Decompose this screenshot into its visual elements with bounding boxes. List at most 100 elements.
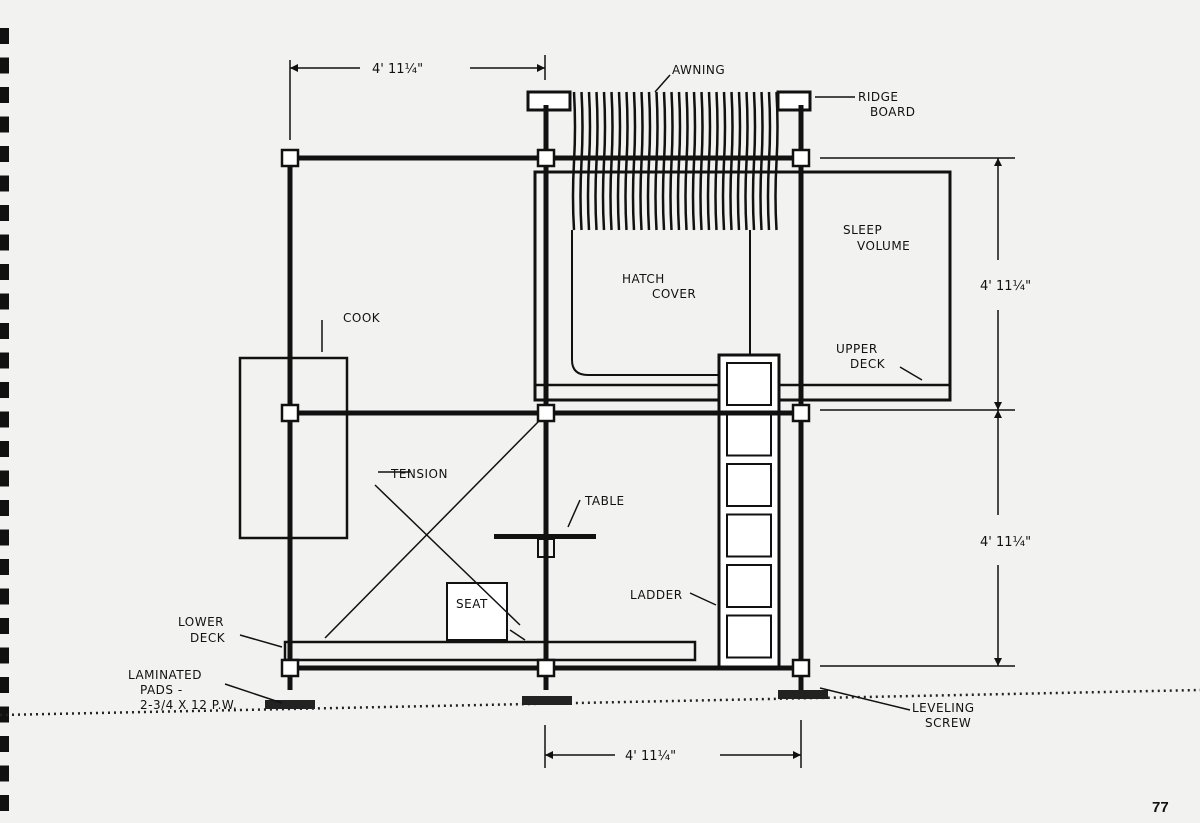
dimension-lines (224, 55, 1015, 768)
binding-hole (0, 205, 9, 221)
binding-hole (0, 736, 9, 752)
label-hatch-cover-2: COVER (652, 287, 696, 301)
awning-slat (691, 91, 697, 231)
label-awning: AWNING (672, 63, 725, 77)
ridge-board-right (776, 90, 812, 112)
ladder-rung-panel (726, 513, 772, 558)
label-laminated-pads: LAMINATED (128, 668, 202, 682)
lower-deck (283, 640, 697, 662)
binding-hole (0, 411, 9, 428)
label-lower-deck: LOWER (178, 615, 224, 629)
binding-hole (0, 175, 9, 192)
dimension-arrows (290, 64, 1002, 759)
awning-slat (744, 91, 749, 231)
awning-slat (676, 91, 682, 231)
laminated-pads (265, 690, 828, 709)
label-table: TABLE (584, 494, 625, 508)
label-sleep-volume-2: VOLUME (857, 239, 910, 253)
binding-hole (0, 529, 9, 546)
awning-slat (661, 91, 667, 231)
label-ridge-board-2: BOARD (870, 105, 916, 119)
label-ridge-board: RIDGE (858, 90, 899, 104)
dimension-right-lower: 4' 11¼" (980, 535, 1031, 550)
awning-slat (639, 91, 644, 231)
binding-hole (0, 352, 9, 369)
awning-slat (684, 91, 689, 231)
ladder-rung-panel (726, 614, 772, 659)
awning-slat (714, 91, 719, 231)
binding-hole (0, 323, 9, 339)
label-leveling-screw: LEVELING (912, 701, 975, 715)
binding-hole (0, 87, 9, 103)
dimension-right-upper: 4' 11¼" (980, 279, 1031, 294)
cook-box (238, 356, 349, 540)
binding-hole (0, 765, 9, 782)
binding-hole (0, 57, 9, 74)
label-upper-deck-2: DECK (850, 357, 886, 371)
frame-joint-clamp (536, 658, 556, 678)
dimension-bottom: 4' 11¼" (625, 749, 676, 764)
binding-hole (0, 146, 9, 162)
binding-hole (0, 234, 9, 251)
ladder-rung-panel (726, 362, 772, 406)
frame-joint-clamp (280, 148, 300, 168)
label-sleep-volume: SLEEP (843, 223, 882, 237)
dimension-top: 4' 11¼" (372, 62, 423, 77)
label-laminated-pads-3: 2-3/4 X 12 P.W. (140, 698, 237, 712)
awning-slat (579, 91, 584, 231)
awning-slat (586, 91, 592, 231)
hatch-cover (571, 230, 751, 376)
awning-slat (706, 91, 712, 231)
awning-slat (601, 91, 607, 231)
binding-hole (0, 706, 9, 723)
awning-slat (594, 91, 599, 231)
label-seat: SEAT (456, 597, 488, 611)
awning-slat (631, 91, 637, 231)
frame-joint-clamp (791, 658, 811, 678)
awning-slat (774, 91, 779, 231)
label-tension: TENSION (390, 467, 448, 481)
frame-joint-clamp (536, 403, 556, 423)
binding-hole (0, 677, 9, 693)
tension-cable (324, 419, 541, 639)
awning-slat (624, 91, 629, 231)
awning-slat (616, 91, 622, 231)
awning-slat (766, 91, 772, 231)
label-ladder: LADDER (630, 588, 683, 602)
ridge-board-left (526, 90, 572, 112)
frame-joint-clamp (536, 148, 556, 168)
frame-joint-clamp (280, 403, 300, 423)
tension-cable (374, 484, 521, 626)
binding-hole (0, 28, 9, 44)
awning-slat (654, 91, 659, 231)
awning-slat (699, 91, 704, 231)
binding-hole (0, 559, 9, 575)
frame-joint-clamp (791, 403, 811, 423)
ladder (717, 353, 781, 669)
ground-line (0, 688, 1200, 717)
binding-hole (0, 293, 9, 310)
label-upper-deck: UPPER (836, 342, 878, 356)
page-number: 77 (1152, 799, 1169, 816)
binding-hole (0, 470, 9, 487)
binding-holes (0, 28, 9, 811)
frame-joint-clamp (280, 658, 300, 678)
binding-hole (0, 618, 9, 634)
binding-hole (0, 264, 9, 280)
frame-joint-clamp (791, 148, 811, 168)
awning-slat (721, 91, 727, 231)
awning-slat (646, 91, 652, 231)
binding-hole (0, 116, 9, 133)
awning-slat (729, 91, 734, 231)
label-leveling-screw-2: SCREW (925, 716, 971, 730)
awning-slat (669, 91, 674, 231)
frame-joints (280, 148, 811, 678)
ladder-rung-panel (726, 463, 772, 507)
awning (571, 91, 779, 231)
label-cook: COOK (343, 311, 381, 325)
awning-slat (736, 91, 742, 231)
label-hatch-cover: HATCH (622, 272, 665, 286)
awning-slat (751, 91, 757, 231)
seat (446, 582, 508, 641)
